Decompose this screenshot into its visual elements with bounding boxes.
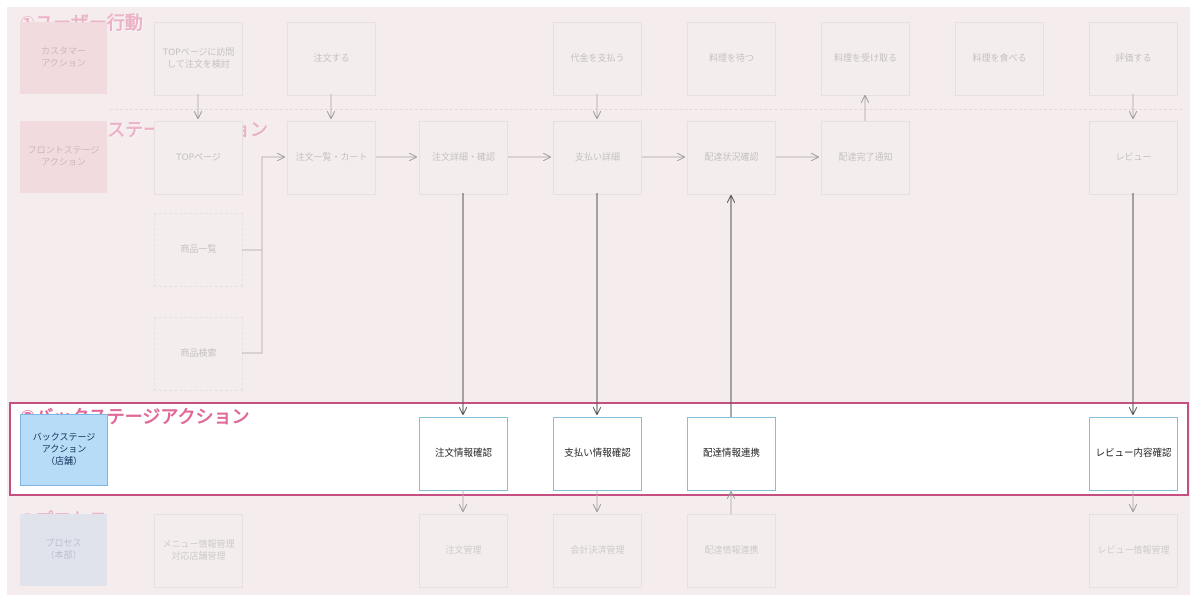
user-action-receive: 料理を受け取る [821, 22, 910, 96]
front-order-list-cart: 注文一覧・カート [287, 121, 376, 195]
process-review-mgmt: レビュー情報管理 [1089, 514, 1178, 588]
back-delivery-link: 配達情報連携 [687, 417, 776, 491]
process-order-mgmt: 注文管理 [419, 514, 508, 588]
process-settlement: 会計決済管理 [553, 514, 642, 588]
section-user-title: ①ユーザー行動 [20, 9, 143, 35]
section-front-title: ②フロントステージアクション [20, 120, 268, 141]
back-order-check: 注文情報確認 [419, 417, 508, 491]
front-product-search: 商品検索 [154, 317, 243, 391]
diagram-background [7, 7, 1190, 595]
lane-divider [110, 109, 1182, 110]
lane-front-label: フロントステージ アクション [20, 121, 107, 193]
user-action-wait: 料理を待つ [687, 22, 776, 96]
user-action-eat: 料理を食べる [955, 22, 1044, 96]
user-action-review: 評価する [1089, 22, 1178, 96]
user-action-pay: 代金を支払う [553, 22, 642, 96]
process-menu-mgmt: メニュー情報管理 対応店舗管理 [154, 514, 243, 588]
lane-process-label: プロセス （本部） [20, 514, 107, 586]
section-process-title: ④プロセス [20, 506, 107, 532]
lane-back-label: バックステージ アクション （店舗） [20, 414, 108, 486]
front-product-list: 商品一覧 [154, 213, 243, 287]
front-order-detail: 注文詳細・確認 [419, 121, 508, 195]
front-top-page: TOPページ [154, 121, 243, 195]
front-delivery-done: 配達完了通知 [821, 121, 910, 195]
lane-customer-label: カスタマー アクション [20, 22, 107, 94]
user-action-order: 注文する [287, 22, 376, 96]
user-action-top-visit: TOPページに訪問 して注文を検討 [154, 22, 243, 96]
process-delivery-link: 配達情報連携 [687, 514, 776, 588]
front-delivery-status: 配達状況確認 [687, 121, 776, 195]
